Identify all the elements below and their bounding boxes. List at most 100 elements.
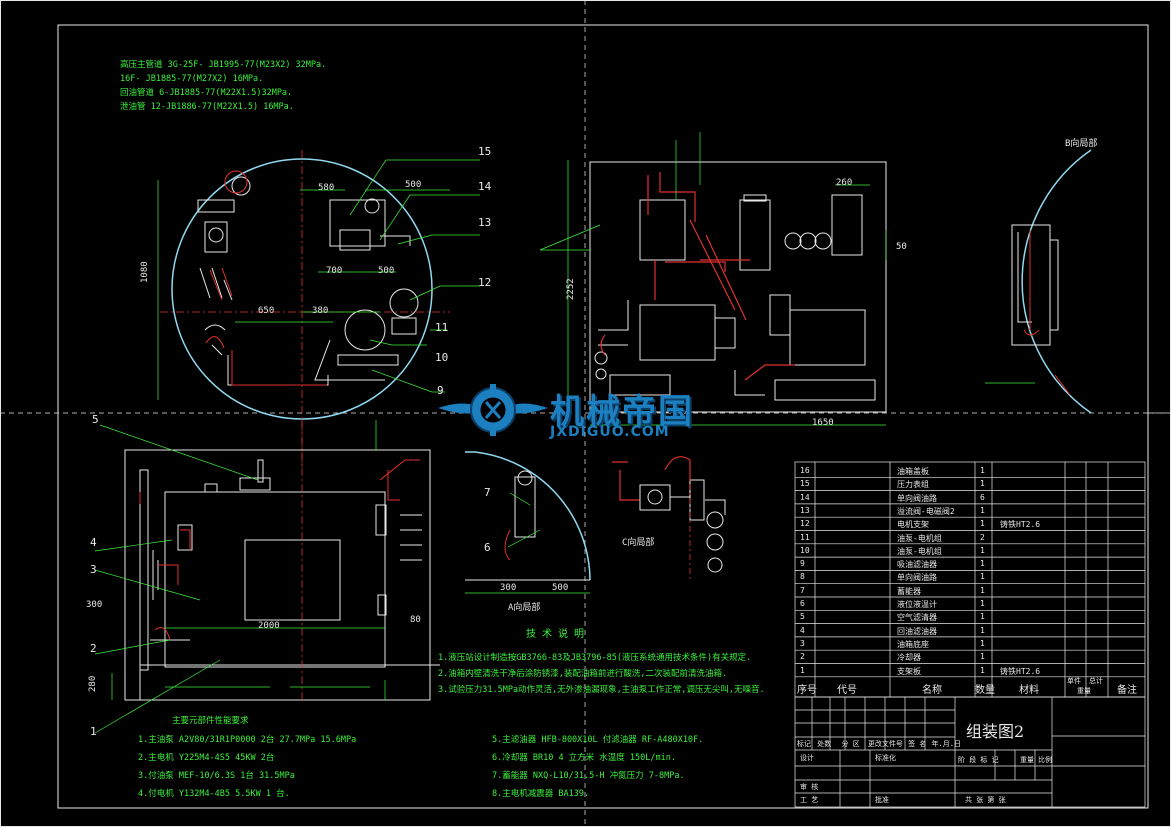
- bom-cell-qty: 1: [980, 505, 985, 515]
- bom-cell-qty: 1: [980, 625, 985, 635]
- partial-view-c: [612, 456, 726, 580]
- bom-header-qty: 数量: [975, 685, 995, 696]
- bom-header: 序号 代号 名称 数量 材料 单件 总计 重量 备注: [797, 677, 1144, 697]
- title-block-grid: [794, 696, 1146, 808]
- bom-cell-name: 冷却器: [897, 653, 921, 663]
- tb-change-doc: 更改文件号: [867, 740, 903, 748]
- bom-cell-name: 蓄能器: [897, 586, 921, 596]
- tech-notes-title: 技 术 说 明: [526, 629, 585, 640]
- partial-view-b: [985, 149, 1092, 414]
- bom-header-weight: 重量: [1077, 687, 1091, 695]
- dim-500b: 500: [378, 266, 395, 276]
- view-label-c: C向局部: [622, 538, 655, 548]
- bom-table-grid: [794, 461, 1146, 698]
- bom-cell-name: 支架板: [897, 666, 921, 676]
- bom-cell-name: 溢流阀-电磁阀2: [897, 506, 955, 516]
- bom-cell-name: 液位液温计: [897, 600, 937, 609]
- bom-cell-name: 单向阀油路: [897, 493, 937, 503]
- bom-cell-name: 空气滤清器: [897, 613, 937, 623]
- main-part-line: 3.付油泵 MEF-10/6.3S 1台 31.5MPa: [138, 771, 295, 781]
- tb-standard: 标准化: [875, 754, 896, 762]
- tb-sheet: 共 张 第 张: [965, 796, 1006, 804]
- bom-row: 4 回油滤油器 1: [797, 625, 1144, 638]
- main-parts: 1.主油泵 A2V80/31R1P0000 2台 27.7MPa 15.6MPa…: [138, 731, 356, 803]
- bom-cell-no: 9: [800, 559, 805, 569]
- bom-cell-qty: 1: [980, 466, 985, 475]
- bom-cell-qty: 1: [980, 638, 985, 648]
- bom-cell-no: 2: [800, 652, 805, 662]
- bom-cell-name: 回油滤油器: [897, 626, 937, 636]
- bom-cell-mat: 铸铁HT2.6: [1000, 520, 1041, 530]
- dim-700: 700: [326, 266, 343, 276]
- tb-row1: 标记 处数 分 区 更改文件号 签 名 年.月.日: [797, 739, 961, 749]
- dim-500: 500: [405, 180, 422, 190]
- bom-cell-no: 1: [800, 665, 805, 675]
- bom-cell-name: 油泵-电机组: [897, 533, 942, 543]
- dim-2252: 2252: [566, 278, 576, 300]
- bom-cell-no: 13: [800, 505, 810, 515]
- tech-note: 3.试验压力31.5MPa动作灵活,无外渗油漏现象,主油泵工作正常,调压无尖叫,…: [438, 685, 765, 695]
- bom-header-total: 总计: [1089, 677, 1103, 685]
- main-part-line: 4.付电机 Y132M4-4B5 5.5KW 1 台.: [138, 789, 290, 799]
- dim-650: 650: [258, 306, 275, 316]
- bom-cell-qty: 1: [980, 545, 985, 555]
- part-label-9: 9: [437, 384, 444, 397]
- bom-row: 13 溢流阀-电磁阀2 1: [797, 505, 1144, 518]
- tb-weight: 重量: [1020, 756, 1034, 764]
- part-label-5: 5: [92, 413, 99, 426]
- part-label-2: 2: [90, 642, 97, 655]
- inner-border: [57, 24, 1149, 809]
- bom-header-no: 序号: [797, 685, 817, 696]
- drawing-name: 组装图2: [966, 722, 1025, 741]
- bom-cell-no: 6: [800, 599, 805, 608]
- view-label-a: A向局部: [508, 603, 541, 613]
- bom-cell-qty: 2: [980, 532, 985, 542]
- tb-mark: 标记: [797, 740, 811, 748]
- bom-cell-qty: 6: [980, 492, 985, 502]
- tb-process: 工 艺: [800, 796, 819, 804]
- side-view: [94, 420, 440, 734]
- part-label-12: 12: [478, 276, 492, 289]
- pipe-notes: 高压主管道 3G-25F- JB1995-77(M23X2) 32MPa. 16…: [120, 58, 326, 114]
- dim-280: 280: [88, 675, 98, 692]
- part-label-15: 15: [478, 145, 492, 158]
- watermark-text: 机械帝国: [550, 392, 694, 432]
- dim-1650: 1650: [812, 418, 834, 428]
- other-part-line: 8.主电机减震器 BA139.: [492, 789, 590, 799]
- tech-note: 1.液压站设计制造按GB3766-83及JB3796-85(液压系统通用技术条件…: [438, 653, 752, 663]
- other-parts: 5.主滤油器 HFB-800X10L 付滤油器 RF-A480X10F. 6.冷…: [492, 731, 703, 803]
- bom-cell-no: 16: [800, 466, 810, 475]
- bom-cell-no: 11: [800, 532, 810, 542]
- tb-scale: 比例: [1038, 756, 1052, 764]
- bom-cell-no: 7: [800, 585, 805, 595]
- bom-cell-name: 电机支架: [897, 520, 929, 530]
- bom-cell-qty: 1: [980, 665, 985, 675]
- bom-cell-name: 油泵-电机组: [897, 546, 942, 556]
- dim-80: 80: [410, 615, 421, 625]
- pipe-note: 回油管道 6-JB1885-77(M22X1.5)32MPa.: [120, 88, 293, 98]
- tb-sign: 签 名: [908, 740, 927, 748]
- bom-cell-no: 4: [800, 625, 805, 635]
- gear-wings-logo-icon: [438, 384, 548, 436]
- bom-cell-no: 8: [800, 572, 805, 582]
- part-label-11: 11: [435, 321, 449, 334]
- bom-cell-no: 5: [800, 612, 805, 622]
- bom-row: 6 液位液温计 1: [797, 598, 1144, 611]
- dim-380: 380: [312, 306, 329, 316]
- plan-view-circle: [157, 150, 480, 470]
- bom-cell-qty: 1: [980, 599, 985, 608]
- pipe-note: 高压主管道 3G-25F- JB1995-77(M23X2) 32MPa.: [120, 60, 327, 70]
- dim-300b: 300: [500, 583, 517, 593]
- bom-cell-qty: 1: [980, 559, 985, 569]
- pipe-note: 16F- JB1885-77(M27X2) 16MPa.: [120, 74, 264, 84]
- tech-notes: 1.液压站设计制造按GB3766-83及JB3796-85(液压系统通用技术条件…: [438, 650, 765, 698]
